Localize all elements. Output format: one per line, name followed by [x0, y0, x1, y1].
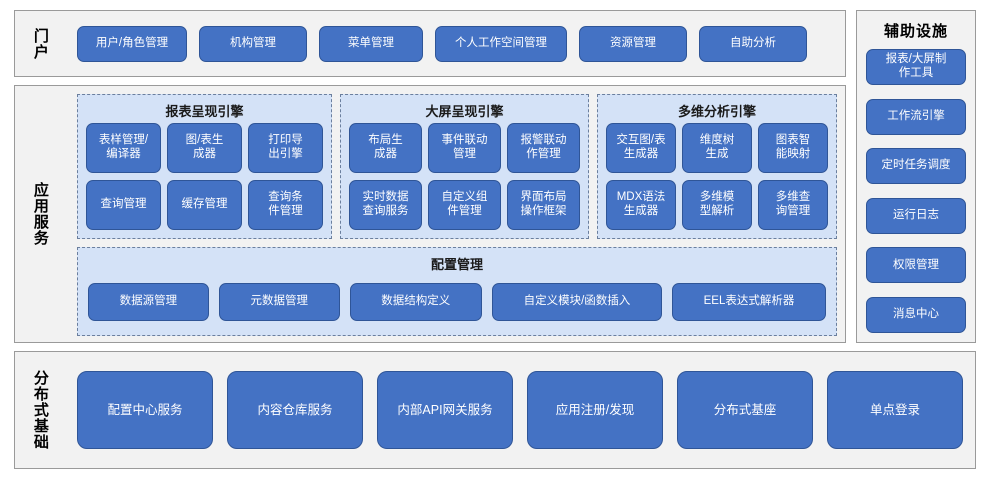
- olap-engine-item-2[interactable]: 图表智 能映射: [758, 123, 828, 173]
- large-screen-engine-item-1[interactable]: 事件联动 管理: [428, 123, 501, 173]
- portal-button-1[interactable]: 机构管理: [199, 25, 307, 62]
- portal-button-2[interactable]: 菜单管理: [319, 25, 423, 62]
- portal-button-5[interactable]: 自助分析: [699, 25, 807, 62]
- config-button-0[interactable]: 数据源管理: [88, 282, 209, 321]
- aux-button-4[interactable]: 权限管理: [866, 247, 966, 284]
- report-engine-item-4[interactable]: 缓存管理: [167, 180, 242, 230]
- auxiliary-facilities-list: 报表/大屏制 作工具工作流引擎定时任务调度运行日志权限管理消息中心: [866, 49, 966, 333]
- olap-engine-item-3[interactable]: MDX语法 生成器: [606, 180, 676, 230]
- large-screen-engine-panel: 大屏呈现引擎 布局生 成器事件联动 管理报警联动 作管理实时数据 查询服务自定义…: [340, 94, 589, 239]
- configuration-management-title: 配置管理: [430, 256, 483, 272]
- aux-button-1[interactable]: 工作流引擎: [866, 98, 966, 135]
- multidimensional-analysis-engine-grid: 交互图/表 生成器维度树 生成图表智 能映射 MDX语法 生成器多维模 型解析多维…: [606, 123, 828, 230]
- application-services-content: 报表呈现引擎 表样管理/ 编译器图/表生 成器打印导 出引擎查询管理缓存管理查询…: [77, 94, 837, 336]
- distributed-base-band-label: 分布式基础: [31, 370, 49, 450]
- config-button-3[interactable]: 自定义模块/函数插入: [491, 282, 662, 321]
- multidimensional-analysis-engine-title: 多维分析引擎: [677, 103, 756, 119]
- report-engine-item-1[interactable]: 图/表生 成器: [167, 123, 242, 173]
- base-button-2[interactable]: 内部API网关服务: [377, 371, 513, 449]
- large-screen-engine-item-5[interactable]: 界面布局 操作框架: [507, 180, 580, 230]
- report-engine-item-0[interactable]: 表样管理/ 编译器: [86, 123, 161, 173]
- report-engine-title: 报表呈现引擎: [165, 103, 244, 119]
- config-button-4[interactable]: EEL表达式解析器: [671, 282, 827, 321]
- large-screen-engine-title: 大屏呈现引擎: [425, 103, 504, 119]
- portal-section: 门户 用户/角色管理机构管理菜单管理个人工作空间管理资源管理自助分析: [14, 10, 846, 77]
- olap-engine-item-1[interactable]: 维度树 生成: [682, 123, 752, 173]
- base-button-5[interactable]: 单点登录: [827, 371, 963, 449]
- report-engine-item-5[interactable]: 查询条 件管理: [248, 180, 323, 230]
- aux-button-5[interactable]: 消息中心: [866, 296, 966, 333]
- config-button-1[interactable]: 元数据管理: [218, 282, 340, 321]
- aux-button-3[interactable]: 运行日志: [866, 197, 966, 234]
- large-screen-engine-item-3[interactable]: 实时数据 查询服务: [349, 180, 422, 230]
- olap-engine-item-5[interactable]: 多维查 询管理: [758, 180, 828, 230]
- report-engine-panel: 报表呈现引擎 表样管理/ 编译器图/表生 成器打印导 出引擎查询管理缓存管理查询…: [77, 94, 332, 239]
- base-button-1[interactable]: 内容仓库服务: [227, 371, 363, 449]
- large-screen-engine-grid: 布局生 成器事件联动 管理报警联动 作管理实时数据 查询服务自定义组 件管理界面…: [349, 123, 580, 230]
- large-screen-engine-item-2[interactable]: 报警联动 作管理: [507, 123, 580, 173]
- portal-button-4[interactable]: 资源管理: [579, 25, 687, 62]
- large-screen-engine-item-0[interactable]: 布局生 成器: [349, 123, 422, 173]
- large-screen-engine-item-4[interactable]: 自定义组 件管理: [428, 180, 501, 230]
- portal-button-list: 用户/角色管理机构管理菜单管理个人工作空间管理资源管理自助分析: [77, 11, 837, 76]
- distributed-base-section: 分布式基础 配置中心服务内容仓库服务内部API网关服务应用注册/发现分布式基座单…: [14, 351, 976, 469]
- application-services-section: 应用服务 报表呈现引擎 表样管理/ 编译器图/表生 成器打印导 出引擎查询管理缓…: [14, 85, 846, 343]
- base-button-0[interactable]: 配置中心服务: [77, 371, 213, 449]
- report-engine-grid: 表样管理/ 编译器图/表生 成器打印导 出引擎查询管理缓存管理查询条 件管理: [86, 123, 323, 230]
- report-engine-item-3[interactable]: 查询管理: [86, 180, 161, 230]
- base-button-4[interactable]: 分布式基座: [677, 371, 813, 449]
- base-button-3[interactable]: 应用注册/发现: [527, 371, 663, 449]
- application-services-band-label: 应用服务: [31, 182, 49, 246]
- report-engine-item-2[interactable]: 打印导 出引擎: [248, 123, 323, 173]
- olap-engine-item-0[interactable]: 交互图/表 生成器: [606, 123, 676, 173]
- auxiliary-facilities-title: 辅助设施: [883, 22, 948, 40]
- olap-engine-item-4[interactable]: 多维模 型解析: [682, 180, 752, 230]
- aux-button-2[interactable]: 定时任务调度: [866, 148, 966, 185]
- aux-button-0[interactable]: 报表/大屏制 作工具: [866, 49, 966, 85]
- portal-button-3[interactable]: 个人工作空间管理: [435, 25, 567, 62]
- portal-button-0[interactable]: 用户/角色管理: [77, 25, 187, 62]
- auxiliary-facilities-section: 辅助设施 报表/大屏制 作工具工作流引擎定时任务调度运行日志权限管理消息中心: [856, 10, 976, 343]
- portal-band-label: 门户: [31, 27, 49, 60]
- distributed-base-list: 配置中心服务内容仓库服务内部API网关服务应用注册/发现分布式基座单点登录: [77, 362, 963, 458]
- config-button-2[interactable]: 数据结构定义: [349, 282, 482, 321]
